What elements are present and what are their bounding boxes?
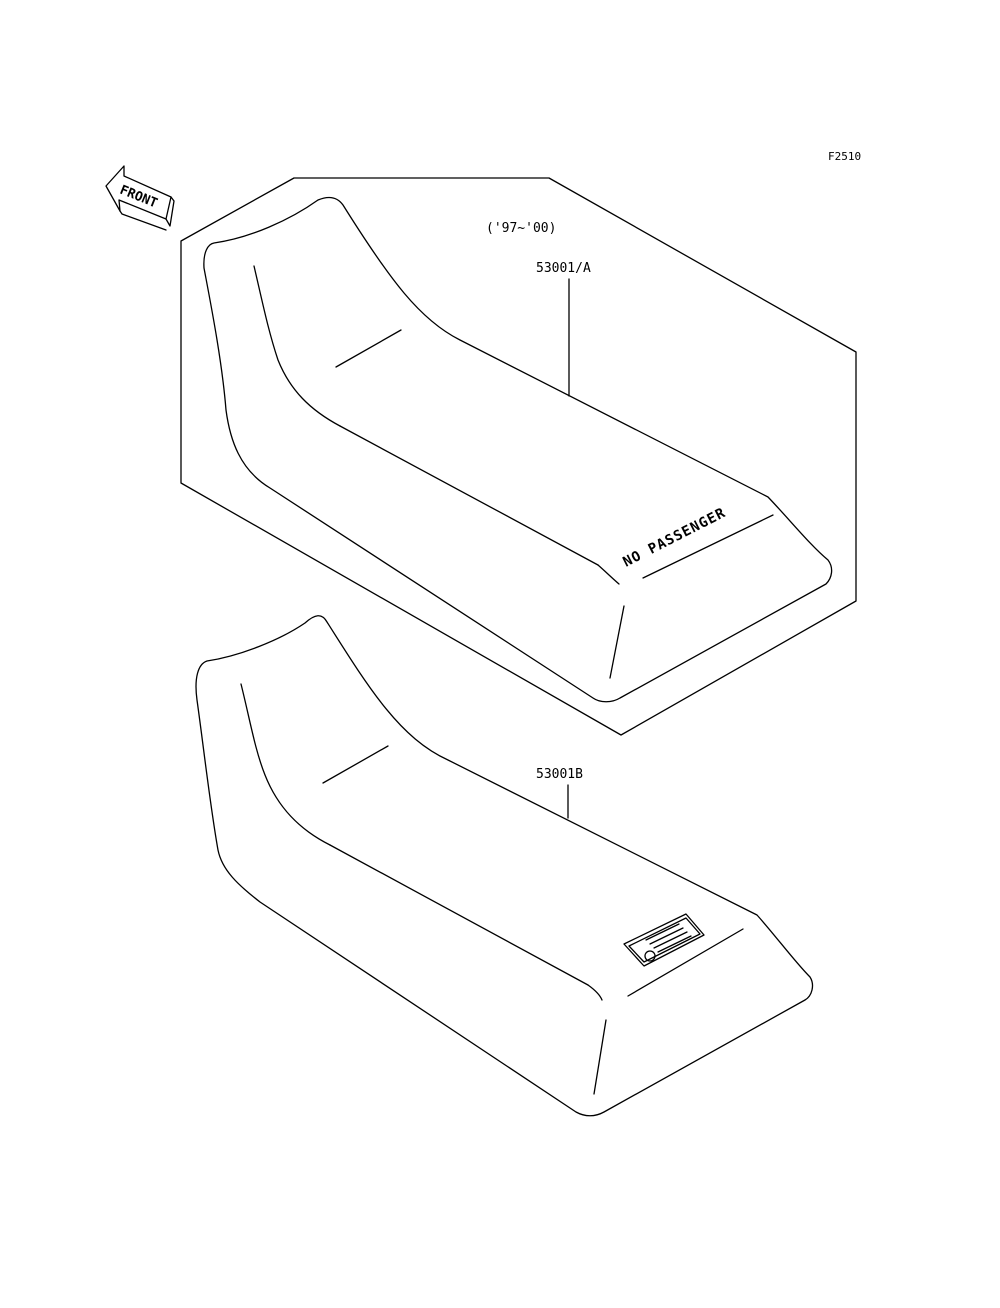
warning-label-icon — [623, 913, 705, 967]
year-range-label: ('97~'00) — [486, 221, 556, 236]
front-arrow-label: FRONT — [118, 183, 160, 212]
part-number-53001a: 53001/A — [536, 261, 591, 276]
seat-53001b — [195, 615, 814, 1117]
figure-code: F2510 — [828, 150, 861, 163]
decal-no-passenger: NO PASSENGER — [621, 505, 729, 571]
seat-53001a: NO PASSENGER — [203, 196, 833, 703]
front-arrow-icon: FRONT — [105, 165, 175, 231]
part-number-53001b: 53001B — [536, 767, 583, 782]
variant-group-outline — [180, 177, 857, 736]
